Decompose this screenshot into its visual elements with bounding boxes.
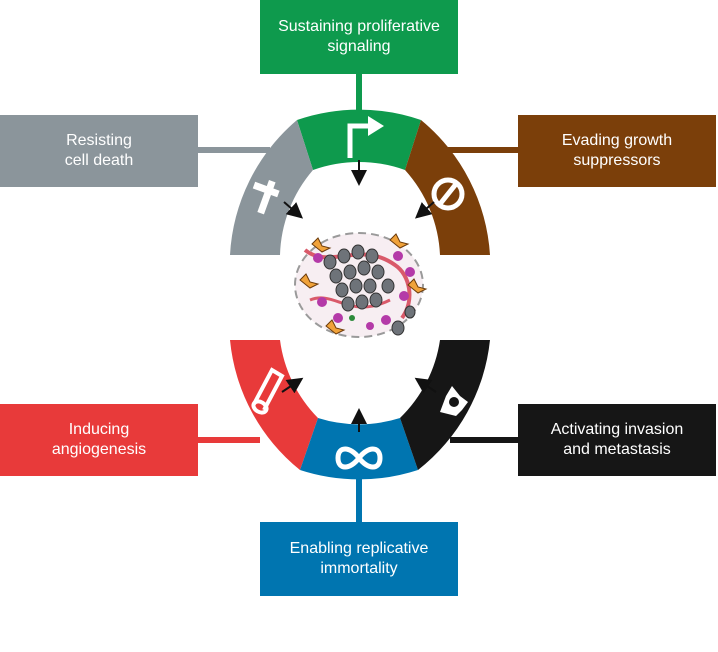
label-line-2: signaling — [327, 38, 391, 55]
segment-proliferative — [297, 109, 421, 170]
label-line-1: Activating invasion — [550, 421, 684, 438]
blocked-circle-icon — [431, 177, 465, 211]
label-line-1: Inducing — [68, 421, 130, 438]
label-line-2: suppressors — [573, 152, 661, 169]
invasive-cell-icon — [440, 386, 468, 416]
arrow-in-top-right — [414, 201, 435, 219]
box-inducing-angiogenesis: Inducing angiogenesis — [0, 404, 198, 476]
box-activating-invasion-metastasis: Activating invasion and metastasis — [518, 404, 716, 476]
label-line-2: immortality — [320, 560, 398, 577]
label-line-1: Resisting — [66, 132, 132, 149]
box-evading-growth-suppressors: Evading growth suppressors — [518, 115, 716, 187]
tumor-illustration — [294, 232, 428, 338]
vessel-icon — [251, 367, 285, 415]
arrow-in-bottom-left — [281, 377, 304, 394]
segment-angiogenesis — [230, 340, 318, 470]
segment-immortality — [300, 418, 418, 480]
cross-icon — [252, 179, 280, 215]
label-line-2: cell death — [64, 152, 134, 169]
box-enabling-replicative-immortality: Enabling replicative immortality — [260, 522, 458, 596]
box-resisting-cell-death: Resisting cell death — [0, 115, 198, 187]
infinity-icon — [335, 446, 383, 470]
box-sustaining-proliferative-signaling: Sustaining proliferative signaling — [260, 0, 458, 74]
label-line-1: Sustaining proliferative — [278, 18, 440, 35]
segment-suppressors — [405, 120, 490, 255]
arrow-in-bottom-right — [414, 377, 437, 394]
arrow-in-top-left — [283, 201, 304, 219]
label-line-1: Evading growth — [561, 132, 673, 149]
label-line-2: and metastasis — [563, 441, 671, 458]
label-line-1: Enabling replicative — [289, 540, 429, 557]
label-line-2: angiogenesis — [51, 441, 147, 458]
arrow-signal-icon — [347, 116, 384, 158]
